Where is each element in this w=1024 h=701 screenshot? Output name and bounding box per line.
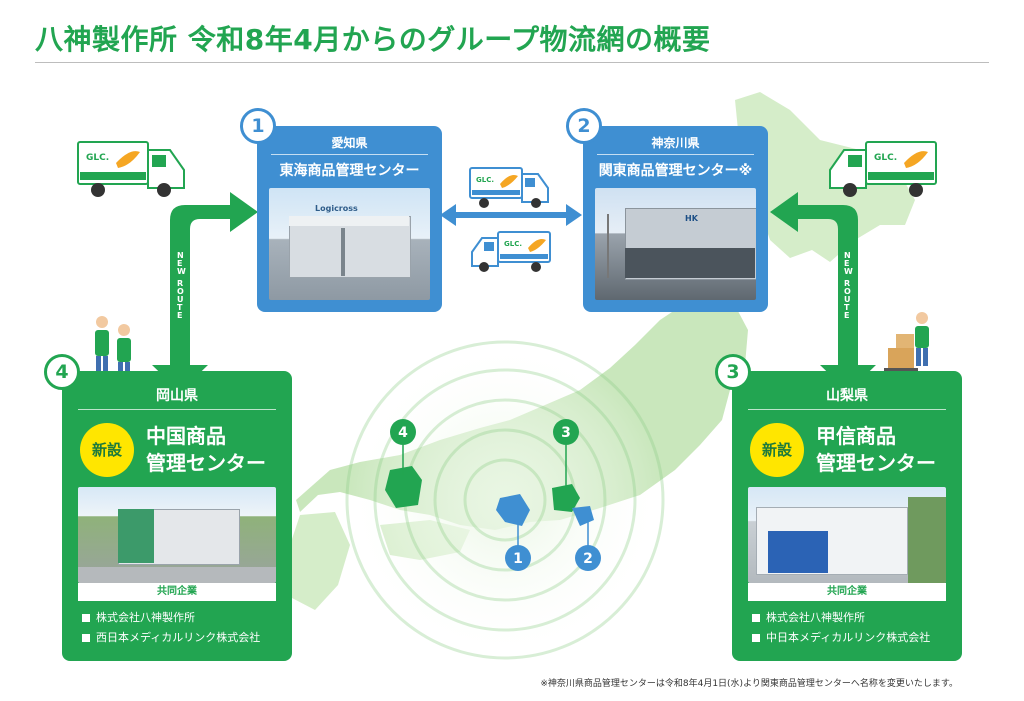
new-badge-yamanashi: 新設 bbox=[750, 423, 804, 477]
partner-label-okayama: 共同企業 bbox=[78, 583, 276, 601]
center-card-aichi: 愛知県 東海商品管理センター Logicross bbox=[257, 126, 442, 312]
map-pin-1: 1 bbox=[513, 551, 523, 567]
center-number-3: 3 bbox=[715, 354, 751, 390]
divider bbox=[78, 409, 276, 410]
truck-icon-middle-bottom: GLC. bbox=[471, 231, 551, 272]
photo-sign-kanagawa: HK bbox=[685, 214, 698, 223]
divider bbox=[271, 154, 428, 155]
center-card-kanagawa: 神奈川県 関東商品管理センター※ HK bbox=[583, 126, 768, 312]
company-item: 西日本メディカルリンク株式会社 bbox=[82, 629, 260, 645]
new-center-card-yamanashi: 山梨県 新設 甲信商品 管理センター 共同企業 株式会社八神製作所 中日本メディ… bbox=[732, 371, 962, 661]
company-item: 中日本メディカルリンク株式会社 bbox=[752, 629, 930, 645]
new-route-arrow-right bbox=[770, 192, 876, 392]
yamanashi-region bbox=[552, 484, 580, 512]
aichi-region bbox=[496, 494, 530, 526]
company-item: 株式会社八神製作所 bbox=[82, 609, 195, 625]
warehouse-photo-aichi: Logicross bbox=[269, 188, 430, 300]
center-number-4: 4 bbox=[44, 354, 80, 390]
truck-logo-2: GLC. bbox=[874, 153, 897, 163]
truck-logo-4: GLC. bbox=[504, 240, 522, 248]
warehouse-photo-okayama bbox=[78, 487, 276, 583]
map-pin-2: 2 bbox=[583, 551, 593, 567]
partner-label-yamanashi: 共同企業 bbox=[748, 583, 946, 601]
footnote: ※神奈川県商品管理センターは令和8年4月1日(水)より関東商品管理センターへ名称… bbox=[540, 679, 958, 689]
new-route-arrow-left bbox=[152, 192, 258, 392]
truck-logo-1: GLC. bbox=[86, 153, 109, 163]
title-divider bbox=[35, 62, 989, 63]
new-center-name-okayama: 中国商品 管理センター bbox=[146, 424, 266, 475]
hokkaido-shape bbox=[730, 92, 915, 262]
center-name-aichi: 東海商品管理センター bbox=[279, 163, 420, 179]
center-name-kanagawa: 関東商品管理センター※ bbox=[598, 163, 753, 179]
map-pin-3: 3 bbox=[561, 425, 571, 441]
truck-icon-middle-top: GLC. bbox=[469, 167, 549, 208]
okayama-region bbox=[385, 466, 422, 508]
new-badge-okayama: 新設 bbox=[80, 423, 134, 477]
truck-logo-3: GLC. bbox=[476, 176, 494, 184]
photo-sign-aichi: Logicross bbox=[315, 204, 358, 213]
new-center-card-okayama: 岡山県 新設 中国商品 管理センター 共同企業 株式会社八神製作所 西日本メディ… bbox=[62, 371, 292, 661]
center-number-1: 1 bbox=[240, 108, 276, 144]
warehouse-photo-yamanashi bbox=[748, 487, 946, 583]
new-center-name-yamanashi: 甲信商品 管理センター bbox=[816, 424, 936, 475]
center-pref-aichi: 愛知県 bbox=[331, 136, 368, 150]
page-title: 八神製作所 令和8年4月からのグループ物流網の概要 bbox=[35, 23, 711, 56]
kyushu-shape bbox=[285, 512, 350, 610]
center-pref-kanagawa: 神奈川県 bbox=[651, 136, 700, 150]
center-number-2: 2 bbox=[566, 108, 602, 144]
divider bbox=[748, 409, 946, 410]
worker-cart-illustration bbox=[884, 312, 929, 372]
truck-icon-top-right: GLC. bbox=[829, 141, 937, 197]
company-item: 株式会社八神製作所 bbox=[752, 609, 865, 625]
map-pin-4: 4 bbox=[398, 425, 408, 441]
divider bbox=[597, 154, 754, 155]
new-center-pref-yamanashi: 山梨県 bbox=[826, 388, 868, 404]
new-center-pref-okayama: 岡山県 bbox=[156, 388, 198, 404]
double-arrow bbox=[440, 204, 582, 226]
truck-icon-top-left: GLC. bbox=[77, 141, 185, 197]
warehouse-photo-kanagawa: HK bbox=[595, 188, 756, 300]
